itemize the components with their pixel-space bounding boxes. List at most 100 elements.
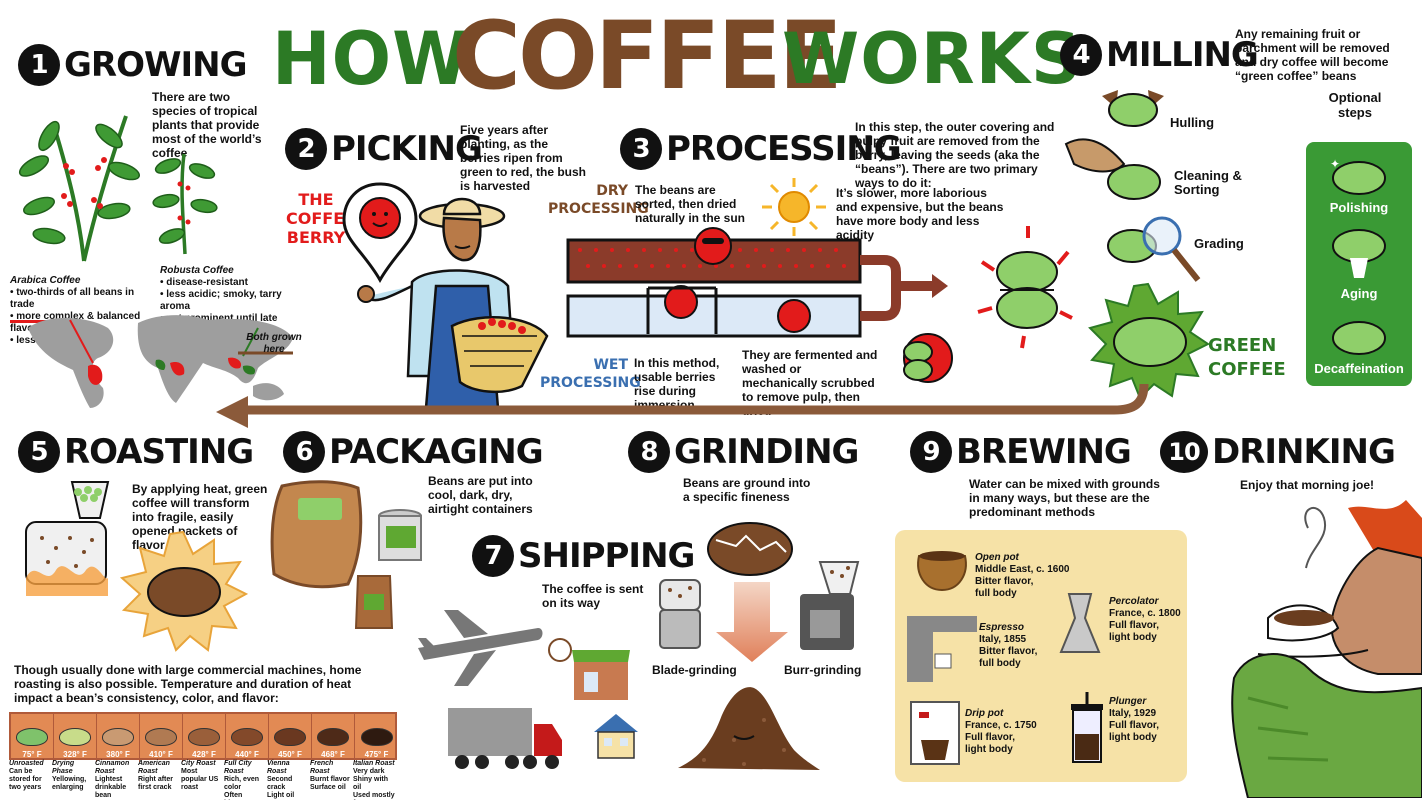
method-flavor: Full flavor, xyxy=(965,732,1016,743)
roast-name: Cinnamon Roast xyxy=(95,760,130,775)
robusta-plant-illustration xyxy=(152,153,218,255)
dry-processing-label: DRY PROCESSING xyxy=(548,183,649,217)
bean-swatch xyxy=(188,728,220,746)
robusta-point: disease-resistant xyxy=(160,277,310,289)
drinking-text: Enjoy that morning joe! xyxy=(1240,478,1374,492)
farmer-illustration xyxy=(357,197,549,410)
step-number: 5 xyxy=(18,431,60,473)
roast-detail: Can be stored for two years xyxy=(9,768,42,791)
picking-heading: 2 PICKING xyxy=(285,128,483,170)
method-origin: Italy, 1855 xyxy=(979,634,1027,645)
method-flavor: Full flavor, xyxy=(1109,720,1160,731)
method-name: Percolator xyxy=(1109,596,1159,607)
grinding-arrow-illustration xyxy=(716,582,788,662)
open-pot-icon xyxy=(917,551,967,592)
drip-pot-icon xyxy=(910,701,960,765)
roast-cell: 450° F xyxy=(269,714,312,762)
roast-name: Vienna Roast xyxy=(267,760,290,775)
method-origin: France, c. 1750 xyxy=(965,720,1037,731)
title-how: HOW xyxy=(272,15,471,103)
coffee-sack-illustration xyxy=(270,480,363,589)
method-flavor: Bitter flavor, xyxy=(979,646,1038,657)
step-number: 9 xyxy=(910,431,952,473)
plunger-icon xyxy=(1071,692,1103,763)
dry-processing-note: It’s slower, more laborious and expensiv… xyxy=(836,186,1004,242)
espresso-machine-icon xyxy=(907,616,977,682)
roast-detail: Lightest drinkable bean xyxy=(95,776,127,799)
bursting-berry-illustration xyxy=(977,226,1073,349)
heading-text: DRINKING xyxy=(1212,432,1396,472)
step-number: 4 xyxy=(1060,34,1102,76)
heading-text: SHIPPING xyxy=(518,536,695,576)
roasted-bean-starburst-illustration xyxy=(119,530,248,652)
roasting-heading: 5 ROASTING xyxy=(18,431,254,473)
roast-name: Unroasted xyxy=(9,760,44,767)
wet-processing-note: They are fermented and washed or mechani… xyxy=(742,348,878,418)
blade-grinding-label: Blade-grinding xyxy=(652,663,737,677)
cleaning-bean-illustration xyxy=(1064,138,1161,200)
brew-method-plunger: Plunger Italy, 1929 Full flavor, light b… xyxy=(1109,696,1187,744)
roast-name: American Roast xyxy=(138,760,170,775)
roast-cell: 475° F xyxy=(355,714,398,762)
bean-swatch xyxy=(102,728,134,746)
heading-text: MILLING xyxy=(1106,35,1259,75)
roast-temp: 75° F xyxy=(22,750,42,759)
roast-temp: 428° F xyxy=(192,750,216,759)
method-body: full body xyxy=(975,588,1017,599)
roast-temp: 468° F xyxy=(321,750,345,759)
roast-detail: Light oil xyxy=(267,792,295,799)
roast-name: Full City Roast xyxy=(224,760,252,775)
title-coffee: COFFEE xyxy=(452,2,843,111)
brewing-methods-panel: Open pot Middle East, c. 1600 Bitter fla… xyxy=(895,530,1187,782)
robusta-point: less acidic; smoky, tarry aroma xyxy=(160,289,310,313)
roast-cell: 440° F xyxy=(226,714,269,762)
roast-temp: 380° F xyxy=(106,750,130,759)
brewing-heading: 9 BREWING xyxy=(910,431,1132,473)
heading-text: ROASTING xyxy=(64,432,254,472)
decaffeination-bean-illustration xyxy=(1332,321,1386,355)
brew-method-percolator: Percolator France, c. 1800 Full flavor, … xyxy=(1109,596,1187,644)
grounds-pile-illustration xyxy=(678,687,820,770)
method-body: light body xyxy=(1109,632,1157,643)
growing-heading: 1 GROWING xyxy=(18,44,248,86)
bean-swatch xyxy=(317,728,349,746)
method-origin: Middle East, c. 1600 xyxy=(975,564,1070,575)
optional-step-label: Decaffeination xyxy=(1314,361,1404,376)
burr-grinder-illustration xyxy=(800,561,860,650)
aging-bean-illustration xyxy=(1332,229,1386,278)
roaster-machine-illustration xyxy=(25,481,110,596)
burr-grinding-label: Burr-grinding xyxy=(784,663,862,677)
milling-step-label: Hulling xyxy=(1170,115,1215,130)
cracked-bean-illustration xyxy=(707,522,793,576)
green-coffee-label: GREEN COFFEE xyxy=(1208,335,1286,380)
both-grown-label: Both grown here xyxy=(246,332,302,355)
heading-text: PROCESSING xyxy=(666,129,902,169)
method-flavor: Full flavor, xyxy=(1109,620,1160,631)
heading-text: GROWING xyxy=(64,45,248,85)
bean-swatch xyxy=(231,728,263,746)
roast-temp: 410° F xyxy=(149,750,173,759)
roast-cell: 75° F xyxy=(11,714,54,762)
polishing-bean-illustration: ✦ xyxy=(1330,157,1386,195)
step-number: 1 xyxy=(18,44,60,86)
method-name: Open pot xyxy=(975,552,1019,563)
sun-illustration xyxy=(762,178,826,236)
brew-method-open-pot: Open pot Middle East, c. 1600 Bitter fla… xyxy=(975,552,1085,600)
roast-cell: 410° F xyxy=(140,714,183,762)
heading-text: GRINDING xyxy=(674,432,859,472)
coffee-tin-illustration xyxy=(378,509,422,561)
packaging-heading: 6 PACKAGING xyxy=(283,431,544,473)
shipping-heading: 7 SHIPPING xyxy=(472,535,695,577)
milling-step-label: Cleaning & Sorting xyxy=(1174,168,1242,197)
method-body: light body xyxy=(1109,732,1157,743)
coffee-bag-illustration xyxy=(354,575,394,629)
optional-step-label: Polishing xyxy=(1329,200,1389,215)
method-name: Plunger xyxy=(1109,696,1147,707)
roast-detail: Second crack xyxy=(267,776,293,791)
flow-arrow-divider xyxy=(216,383,1149,428)
roast-temp: 440° F xyxy=(235,750,259,759)
robusta-name: Robusta Coffee xyxy=(160,265,234,276)
